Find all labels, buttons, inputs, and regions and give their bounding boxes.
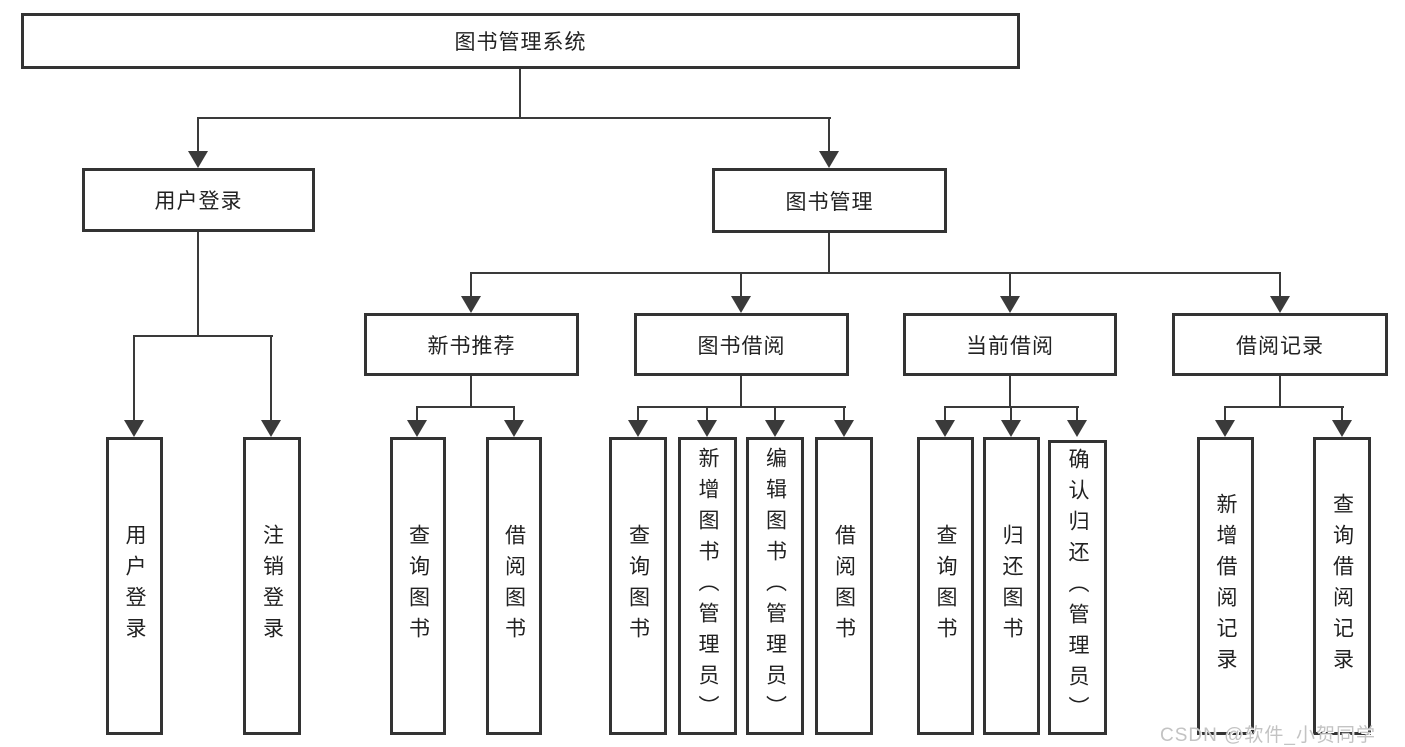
arrow-down-icon: [731, 296, 751, 313]
node-label: 借阅图书: [832, 524, 856, 648]
connector-line: [637, 406, 639, 422]
node-leaf-logout: 注销登录: [243, 437, 301, 735]
node-label: 新增借阅记录: [1214, 493, 1237, 679]
connector-line: [1009, 272, 1011, 298]
node-leaf-query-books-borrow: 查询图书: [609, 437, 667, 735]
node-leaf-return-books: 归还图书: [983, 437, 1040, 735]
connector-line: [416, 406, 515, 408]
arrow-down-icon: [1332, 420, 1352, 437]
connector-line: [197, 117, 199, 152]
arrow-down-icon: [834, 420, 854, 437]
node-leaf-query-books-rec: 查询图书: [390, 437, 446, 735]
node-user-login: 用户登录: [82, 168, 315, 232]
node-label: 查询图书: [626, 524, 650, 648]
node-leaf-borrow-books: 借阅图书: [815, 437, 873, 735]
node-label: 新书推荐: [427, 334, 516, 358]
connector-line: [470, 272, 472, 298]
arrow-down-icon: [261, 420, 281, 437]
connector-line: [828, 233, 830, 274]
connector-line: [133, 335, 273, 337]
arrow-down-icon: [1215, 420, 1235, 437]
arrow-down-icon: [461, 296, 481, 313]
node-label: 图书管理: [785, 190, 874, 214]
node-label: 用户登录: [154, 190, 243, 213]
node-current-borrowing: 当前借阅: [903, 313, 1117, 376]
arrow-down-icon: [1270, 296, 1290, 313]
connector-line: [1224, 406, 1344, 408]
connector-line: [1341, 406, 1343, 422]
connector-line: [1279, 272, 1281, 298]
connector-line: [1009, 376, 1011, 408]
arrow-down-icon: [188, 151, 208, 168]
connector-line: [519, 69, 521, 119]
connector-line: [740, 272, 742, 298]
connector-line: [637, 406, 846, 408]
node-label: 当前借阅: [966, 334, 1054, 358]
node-new-book-recommendation: 新书推荐: [364, 313, 579, 376]
connector-line: [1279, 376, 1281, 408]
arrow-down-icon: [1067, 420, 1087, 437]
connector-line: [133, 335, 135, 421]
node-leaf-borrow-books-rec: 借阅图书: [486, 437, 542, 735]
connector-line: [1224, 406, 1226, 422]
node-label: 用户登录: [123, 524, 146, 648]
arrow-down-icon: [765, 420, 785, 437]
arrow-down-icon: [628, 420, 648, 437]
arrow-down-icon: [1001, 420, 1021, 437]
arrow-down-icon: [407, 420, 427, 437]
node-borrowing-records: 借阅记录: [1172, 313, 1388, 376]
node-book-management: 图书管理: [712, 168, 947, 233]
connector-line: [1010, 406, 1012, 422]
node-label: 归还图书: [1000, 524, 1023, 648]
node-label: 借阅图书: [502, 524, 526, 648]
connector-line: [470, 272, 1281, 274]
node-book-borrowing: 图书借阅: [634, 313, 849, 376]
node-leaf-confirm-return-admin: 确认归还（管理员）: [1048, 440, 1107, 735]
node-label: 借阅记录: [1236, 334, 1324, 358]
node-label: 查询图书: [934, 524, 957, 648]
node-leaf-user-login: 用户登录: [106, 437, 163, 735]
arrow-down-icon: [935, 420, 955, 437]
connector-line: [513, 406, 515, 422]
node-label: 查询图书: [406, 524, 430, 648]
connector-line: [843, 406, 845, 422]
node-label: 图书借阅: [697, 334, 786, 358]
arrow-down-icon: [124, 420, 144, 437]
node-library-management-system: 图书管理系统: [21, 13, 1020, 69]
connector-line: [1076, 406, 1078, 422]
csdn-watermark: CSDN @软件_小贺同学: [1160, 725, 1376, 746]
node-leaf-edit-books-admin: 编辑图书（管理员）: [746, 437, 804, 735]
connector-line: [197, 232, 199, 337]
connector-line: [706, 406, 708, 422]
node-leaf-add-borrow-record: 新增借阅记录: [1197, 437, 1254, 735]
node-label: 确认归还（管理员）: [1066, 448, 1089, 727]
node-label: 查询借阅记录: [1330, 493, 1354, 679]
node-label: 图书管理系统: [454, 31, 587, 54]
connector-line: [470, 376, 472, 408]
connector-line: [828, 117, 830, 152]
connector-line: [416, 406, 418, 422]
arrow-down-icon: [1000, 296, 1020, 313]
connector-line: [197, 117, 831, 119]
connector-line: [270, 335, 272, 421]
arrow-down-icon: [504, 420, 524, 437]
connector-line: [944, 406, 946, 422]
node-label: 编辑图书（管理员）: [763, 446, 787, 726]
node-leaf-query-borrow-record: 查询借阅记录: [1313, 437, 1371, 735]
arrow-down-icon: [697, 420, 717, 437]
arrow-down-icon: [819, 151, 839, 168]
node-label: 注销登录: [260, 524, 284, 648]
node-leaf-add-books-admin: 新增图书（管理员）: [678, 437, 737, 735]
node-leaf-query-books-current: 查询图书: [917, 437, 974, 735]
node-label: 新增图书（管理员）: [696, 446, 719, 726]
connector-line: [740, 376, 742, 408]
connector-line: [774, 406, 776, 422]
